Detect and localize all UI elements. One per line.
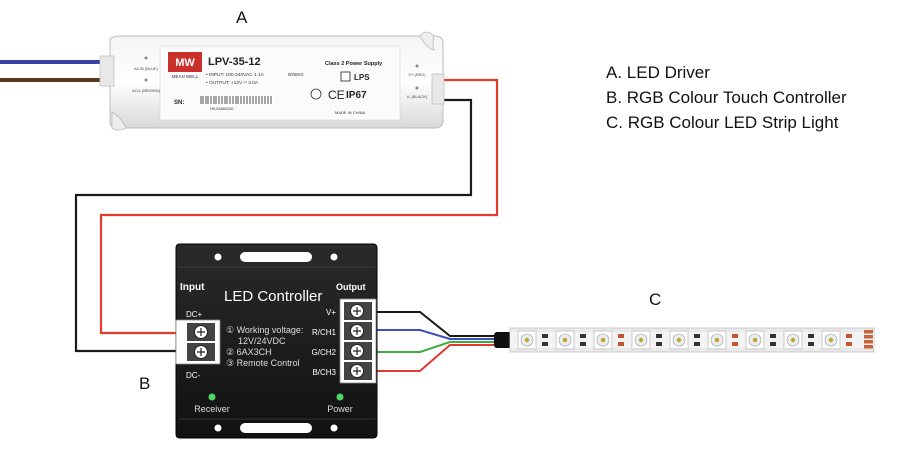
wire-black-driver-to-controller xyxy=(74,98,473,353)
driver-barcode-text: HK33486230 xyxy=(210,106,234,111)
driver-logo-text: MW xyxy=(175,57,195,69)
strip-resistor-icon xyxy=(542,342,548,346)
driver-lps: LPS xyxy=(354,73,370,82)
led-die-icon xyxy=(638,337,644,343)
terminal-dot-icon xyxy=(415,64,419,68)
power-led-icon xyxy=(336,393,344,401)
driver-sn-label: SN: xyxy=(174,100,184,106)
strip-resistor-icon xyxy=(846,334,852,338)
terminal-dot-icon xyxy=(415,86,419,90)
mount-hole-icon xyxy=(330,424,338,432)
controller-spec-1: ① Working voltage: xyxy=(226,325,303,335)
label-a: A xyxy=(236,8,248,27)
legend-item-b: B. RGB Colour Touch Controller xyxy=(606,88,847,107)
strip-resistor-icon xyxy=(808,342,814,346)
strip-resistor-icon xyxy=(580,334,586,338)
wire-black-output xyxy=(373,311,500,337)
driver-output: • OUTPUT: +12V ═ 3.0A xyxy=(206,80,259,86)
led-die-icon xyxy=(714,337,720,343)
controller-out-gch2: G/CH2 xyxy=(312,348,337,357)
strip-resistor-icon xyxy=(656,334,662,338)
led-die-icon xyxy=(562,337,568,343)
driver-term-acn: AC/N (BLUE) xyxy=(134,66,158,71)
led-die-icon xyxy=(600,337,606,343)
strip-resistor-icon xyxy=(656,342,662,346)
driver-made-in: MADE IN CHINA xyxy=(335,110,366,115)
driver-class: Class 2 Power Supply xyxy=(325,61,383,67)
strip-resistor-icon xyxy=(770,342,776,346)
driver-input: • INPUT: 100-240VAC 1.1A xyxy=(206,72,265,78)
driver-term-acl: AC/L (BROWN) xyxy=(132,88,161,93)
strip-resistor-icon xyxy=(732,342,738,346)
mount-hole-icon xyxy=(214,253,222,261)
ul-mark-icon xyxy=(310,88,322,100)
driver-ip: IP67 xyxy=(346,90,367,101)
strip-resistor-icon xyxy=(618,342,624,346)
controller-spec-4: ③ Remote Control xyxy=(226,358,300,368)
legend: A. LED Driver B. RGB Colour Touch Contro… xyxy=(606,60,847,135)
label-c: C xyxy=(649,290,662,309)
controller-spec-3: ② 6AX3CH xyxy=(226,347,272,357)
terminal-dot-icon xyxy=(144,78,148,82)
legend-item-a: A. LED Driver xyxy=(606,63,710,82)
led-driver: MW MEAN WELL LPV-35-12 Class 2 Power Sup… xyxy=(99,31,445,131)
controller-out-vplus: V+ xyxy=(326,308,336,317)
strip-connector xyxy=(494,332,512,348)
controller-output-label: Output xyxy=(336,282,366,292)
controller-out-bch3: B/CH3 xyxy=(312,368,336,377)
controller-receiver: Receiver xyxy=(194,404,230,414)
strip-end-pad-icon xyxy=(864,335,873,339)
strip-resistor-icon xyxy=(542,334,548,338)
controller-title: LED Controller xyxy=(224,288,322,305)
driver-term-vplus: V+ (RED) xyxy=(408,72,426,77)
led-die-icon xyxy=(752,337,758,343)
led-die-icon xyxy=(676,337,682,343)
wire-green-output xyxy=(373,341,500,353)
controller-out-rch1: R/CH1 xyxy=(312,328,337,337)
wire-blue-output xyxy=(373,329,500,340)
led-die-icon xyxy=(828,337,834,343)
strip-resistor-icon xyxy=(732,334,738,338)
strip-resistor-icon xyxy=(694,334,700,338)
led-die-icon xyxy=(790,337,796,343)
strip-resistor-icon xyxy=(580,342,586,346)
label-b: B xyxy=(139,374,151,393)
led-die-icon xyxy=(524,337,530,343)
mount-hole-icon xyxy=(214,424,222,432)
controller-dc-minus: DC- xyxy=(186,371,201,380)
led-controller: Input Output LED Controller ① Working vo… xyxy=(175,243,378,439)
mount-slot-icon xyxy=(240,423,312,433)
mount-hole-icon xyxy=(330,253,338,261)
strip-resistor-icon xyxy=(618,334,624,338)
strip-end-pad-icon xyxy=(864,345,873,349)
legend-item-c: C. RGB Colour LED Strip Light xyxy=(606,113,839,132)
strip-end-pad-icon xyxy=(864,330,873,334)
led-strip xyxy=(509,327,875,353)
mount-slot-icon xyxy=(240,252,312,262)
strip-resistor-icon xyxy=(694,342,700,346)
wire-red-output xyxy=(373,344,500,372)
strip-end-pad-icon xyxy=(864,340,873,344)
driver-term-vminus: V- (BLACK) xyxy=(407,94,428,99)
driver-brand-name: MEAN WELL xyxy=(172,74,199,79)
driver-ce: CE xyxy=(328,88,345,102)
driver-freq: 50/60Hz xyxy=(288,72,304,77)
terminal-dot-icon xyxy=(144,56,148,60)
controller-power: Power xyxy=(327,404,353,414)
controller-spec-2: 12V/24VDC xyxy=(238,336,286,346)
lps-box-icon xyxy=(340,71,351,82)
mean-well-logo-icon xyxy=(168,52,202,72)
strip-resistor-icon xyxy=(846,342,852,346)
strip-resistor-icon xyxy=(770,334,776,338)
barcode-icon xyxy=(200,96,274,104)
strip-resistor-icon xyxy=(808,334,814,338)
wire-red-driver-to-controller xyxy=(99,78,499,335)
controller-dc-plus: DC+ xyxy=(186,310,203,319)
controller-input-label: Input xyxy=(180,282,205,293)
receiver-led-icon xyxy=(208,393,216,401)
driver-model: LPV-35-12 xyxy=(208,56,261,68)
